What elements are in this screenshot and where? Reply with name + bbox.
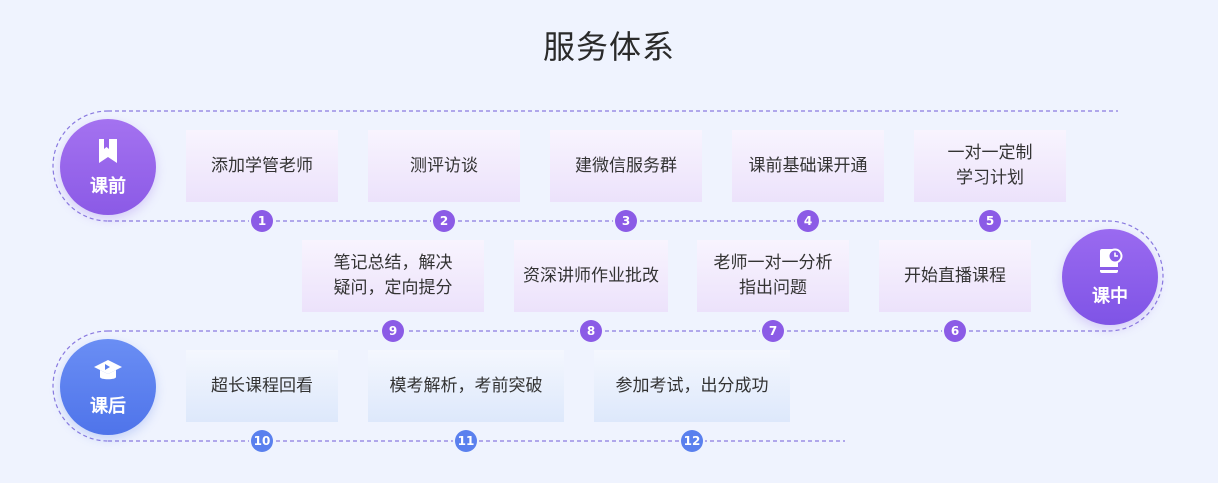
step-label: 建微信服务群 bbox=[575, 155, 677, 176]
phase-after-class: 课后 bbox=[60, 339, 156, 435]
step-label: 参加考试，出分成功 bbox=[615, 375, 769, 396]
step-number-badge: 9 bbox=[382, 320, 404, 342]
diagram-title: 服务体系 bbox=[542, 28, 675, 66]
step-label: 笔记总结，解决 疑问，定向提分 bbox=[333, 253, 453, 298]
book-clock-icon bbox=[1100, 248, 1123, 273]
step-card: 超长课程回看 bbox=[186, 350, 338, 422]
step-card: 笔记总结，解决 疑问，定向提分 bbox=[302, 240, 484, 312]
step-number-badge: 6 bbox=[944, 320, 966, 342]
step-number-badge: 12 bbox=[681, 430, 703, 452]
phase-label: 课后 bbox=[90, 396, 126, 417]
step-label: 模考解析，考前突破 bbox=[389, 375, 543, 396]
bookmark-icon bbox=[99, 139, 117, 163]
step-card: 测评访谈 bbox=[368, 130, 520, 202]
step-card: 资深讲师作业批改 bbox=[514, 240, 668, 312]
step-card: 建微信服务群 bbox=[550, 130, 702, 202]
step-number-badge: 7 bbox=[762, 320, 784, 342]
step-number-badge: 10 bbox=[251, 430, 273, 452]
step-number-badge: 8 bbox=[580, 320, 602, 342]
step-card: 模考解析，考前突破 bbox=[368, 350, 564, 422]
step-card: 开始直播课程 bbox=[879, 240, 1031, 312]
step-label: 老师一对一分析 指出问题 bbox=[713, 253, 833, 298]
step-number-badge: 3 bbox=[615, 210, 637, 232]
step-label: 课前基础课开通 bbox=[748, 155, 868, 176]
step-card: 老师一对一分析 指出问题 bbox=[697, 240, 849, 312]
step-number-badge: 5 bbox=[979, 210, 1001, 232]
step-label: 一对一定制 学习计划 bbox=[947, 143, 1033, 188]
step-card: 一对一定制 学习计划 bbox=[914, 130, 1066, 202]
step-number-badge: 2 bbox=[433, 210, 455, 232]
step-card: 参加考试，出分成功 bbox=[594, 350, 790, 422]
phase-label: 课前 bbox=[90, 176, 126, 197]
phase-label: 课中 bbox=[1092, 286, 1128, 307]
graduation-cap-icon bbox=[94, 360, 122, 380]
step-card: 课前基础课开通 bbox=[732, 130, 884, 202]
step-number-badge: 11 bbox=[455, 430, 477, 452]
step-label: 超长课程回看 bbox=[211, 375, 313, 396]
phase-before-class: 课前 bbox=[60, 119, 156, 215]
step-card: 添加学管老师 bbox=[186, 130, 338, 202]
step-label: 添加学管老师 bbox=[211, 155, 313, 176]
step-label: 资深讲师作业批改 bbox=[523, 265, 659, 286]
phase-during-class: 课中 bbox=[1062, 229, 1158, 325]
step-label: 开始直播课程 bbox=[904, 265, 1006, 286]
step-label: 测评访谈 bbox=[410, 155, 478, 176]
step-number-badge: 1 bbox=[251, 210, 273, 232]
step-number-badge: 4 bbox=[797, 210, 819, 232]
